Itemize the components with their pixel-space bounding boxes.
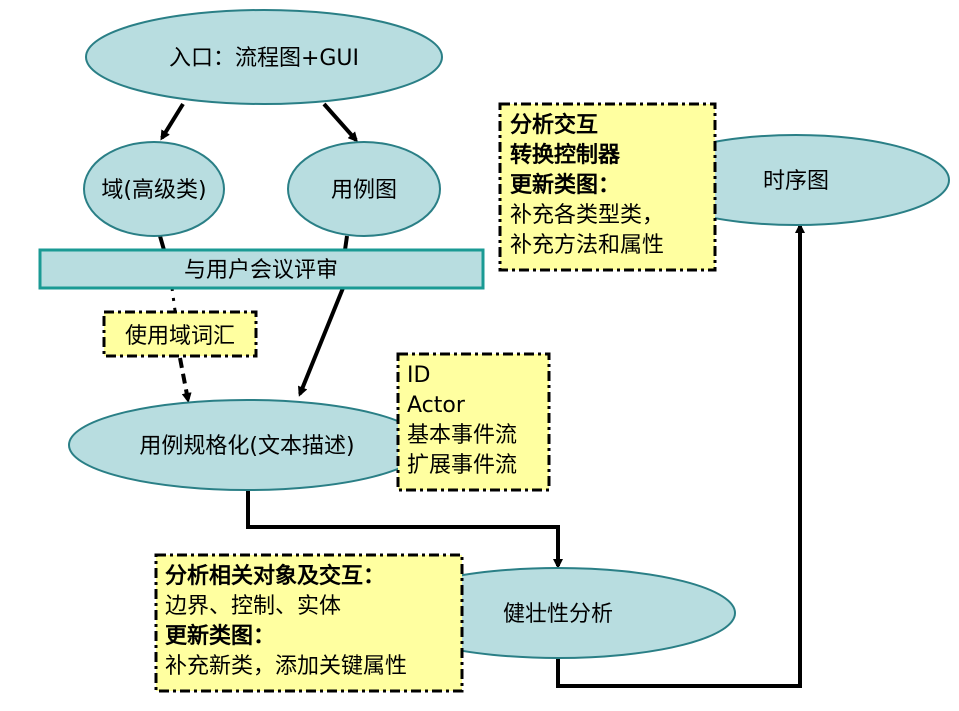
middle-right-note-line1: ID <box>407 363 430 388</box>
arrow-entry-to-domain <box>160 102 185 141</box>
connectors <box>158 102 805 688</box>
arrow-robustness-to-sequence <box>556 223 805 688</box>
bottom-left-note-line4: 补充新类，添加关键属性 <box>165 654 407 679</box>
review-bar: 与用户会议评审 <box>38 248 485 290</box>
middle-right-note-line4: 扩展事件流 <box>407 453 517 478</box>
robustness-node: 健壮性分析 <box>380 567 736 659</box>
robustness-label: 健壮性分析 <box>503 602 613 627</box>
arrow-use-case-diagram-to-spec <box>297 287 345 397</box>
sequence-diagram-label: 时序图 <box>763 169 829 194</box>
domain-node-label: 域(高级类) <box>101 178 206 203</box>
top-right-note-line5: 补充方法和属性 <box>510 233 664 258</box>
arrow-entry-to-use-case-diagram <box>322 102 358 143</box>
top-right-note-line4: 补充各类型类， <box>510 203 664 228</box>
sequence-diagram-node: 时序图 <box>642 134 950 226</box>
bottom-left-note: 分析相关对象及交互： 边界、控制、实体 更新类图： 补充新类，添加关键属性 <box>154 553 464 693</box>
bottom-left-note-line2: 边界、控制、实体 <box>165 594 341 619</box>
top-right-note-line1: 分析交互 <box>510 112 598 138</box>
arrow-spec-to-robustness <box>246 490 563 569</box>
dashed-arrow-vocab-to-spec <box>178 357 192 403</box>
top-right-note-line3: 更新类图： <box>510 172 620 198</box>
vocab-note: 使用域词汇 <box>102 310 258 358</box>
top-right-note-line2: 转换控制器 <box>510 142 621 168</box>
middle-right-note-line3: 基本事件流 <box>407 423 517 448</box>
top-right-note: 分析交互 转换控制器 更新类图： 补充各类型类， 补充方法和属性 <box>498 102 717 272</box>
bottom-left-note-line3: 更新类图： <box>165 623 275 649</box>
use-case-spec-node: 用例规格化(文本描述) <box>68 399 426 491</box>
review-bar-label: 与用户会议评审 <box>184 258 338 283</box>
use-case-diagram-label: 用例图 <box>331 178 397 203</box>
line-domain-to-review <box>158 235 166 251</box>
vocab-note-label: 使用域词汇 <box>125 324 235 349</box>
use-case-spec-label: 用例规格化(文本描述) <box>139 434 354 459</box>
use-case-diagram-node: 用例图 <box>287 141 441 237</box>
entry-node: 入口：流程图+GUI <box>85 9 443 105</box>
bottom-left-note-line1: 分析相关对象及交互： <box>165 563 385 589</box>
middle-right-note-line2: Actor <box>407 393 466 418</box>
entry-node-label: 入口：流程图+GUI <box>169 46 359 71</box>
line-use-case-diagram-to-review <box>343 235 349 251</box>
middle-right-note: ID Actor 基本事件流 扩展事件流 <box>396 352 551 492</box>
domain-node: 域(高级类) <box>83 141 225 237</box>
